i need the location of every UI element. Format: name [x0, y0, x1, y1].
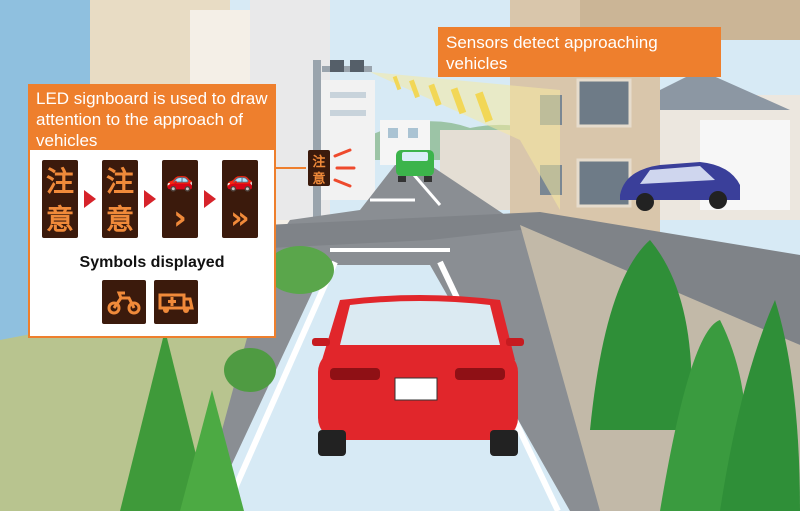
led-frame-1-bottom: 意 — [45, 203, 74, 236]
led-sign-frame-2: 注 意 — [102, 160, 138, 238]
led-signboard-callout: LED signboard is used to draw attention … — [28, 84, 276, 150]
led-sign-frame-3: 🚗 › — [162, 160, 198, 238]
led-frame-2-top: 注 — [105, 165, 134, 198]
led-frame-2-bottom: 意 — [105, 203, 134, 236]
led-sign-frame-4: 🚗 » — [222, 160, 258, 238]
roadside-led-bottom: 意 — [312, 171, 326, 187]
sequence-arrow-icon — [204, 190, 216, 208]
led-sign-frame-1: 注 意 — [42, 160, 78, 238]
symbols-displayed-label: Symbols displayed — [79, 254, 225, 271]
roadside-led-signboard: 注 意 — [308, 150, 330, 187]
led-symbols-panel: 注 意 注 意 🚗 › 🚗 » Symbols displayed — [28, 148, 276, 338]
ambulance-icon — [154, 280, 198, 324]
chevron-right-icon: › — [172, 198, 187, 238]
car-icon: 🚗 — [226, 167, 254, 193]
led-frame-1-top: 注 — [45, 165, 74, 198]
double-chevron-right-icon: » — [230, 200, 250, 236]
roadside-led-top: 注 — [312, 154, 326, 170]
sequence-arrow-icon — [84, 190, 96, 208]
car-icon: 🚗 — [166, 167, 194, 193]
sensor-callout: Sensors detect approaching vehicles — [438, 27, 721, 77]
motorcycle-icon — [102, 280, 146, 324]
sequence-arrow-icon — [144, 190, 156, 208]
